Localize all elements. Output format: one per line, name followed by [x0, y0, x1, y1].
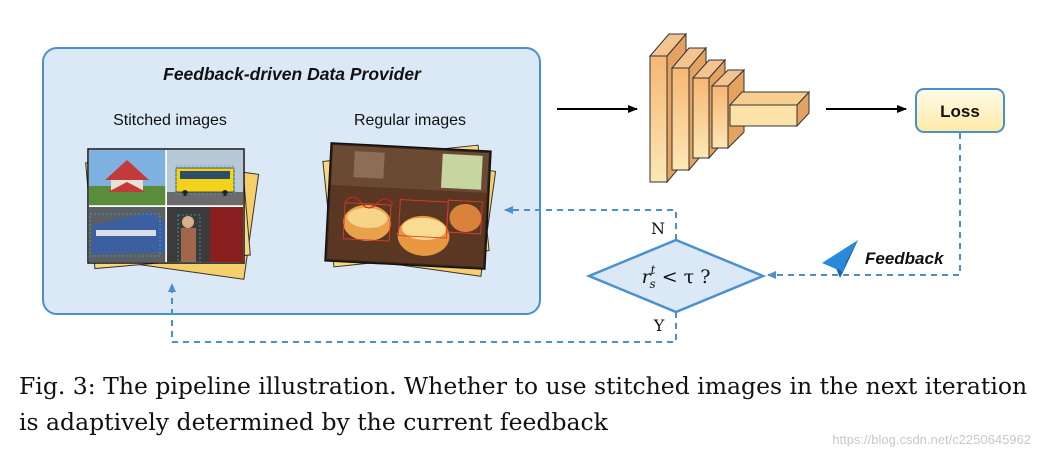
figure-caption-text: The pipeline illustration. Whether to us… [19, 372, 1028, 436]
cnn-network-icon [648, 32, 811, 184]
feedback-path [767, 133, 961, 279]
loss-label: Loss [940, 102, 980, 121]
yes-branch-label: Y [653, 316, 665, 335]
figure-caption: Fig. 3: The pipeline illustration. Wheth… [19, 368, 1029, 440]
data-provider-title: Feedback-driven Data Provider [163, 64, 422, 84]
regular-image [324, 142, 492, 270]
regular-images-stack [322, 142, 497, 277]
paper-plane-icon [822, 240, 858, 278]
no-branch-path [504, 206, 677, 240]
stitched-images-stack [85, 148, 260, 280]
watermark: https://blog.csdn.net/c2250645962 [832, 432, 1031, 447]
feedback-label: Feedback [865, 249, 945, 268]
figure-caption-prefix: Fig. 3: [19, 372, 96, 400]
regular-images-label: Regular images [354, 112, 466, 129]
stitched-image [87, 148, 245, 264]
stitched-images-label: Stitched images [113, 112, 227, 129]
yes-branch-path [168, 283, 677, 343]
no-branch-label: N [651, 219, 665, 238]
loss-box [915, 88, 1005, 133]
